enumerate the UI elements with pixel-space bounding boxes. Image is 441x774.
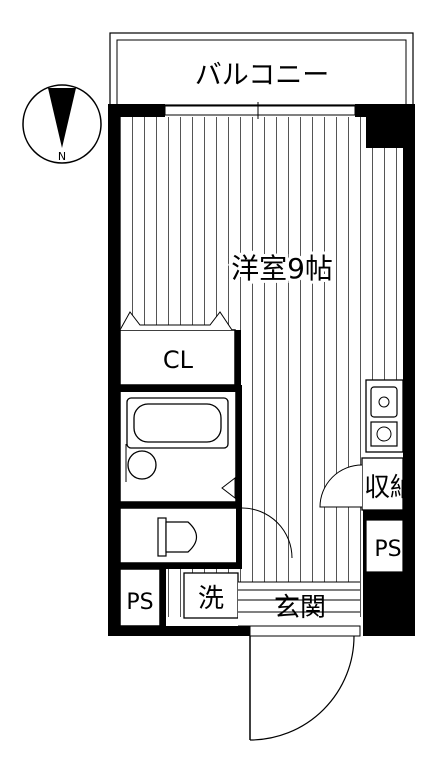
entrance-label: 玄関 [274,593,326,623]
pipe-space-left: PS [119,568,166,632]
closet: CL [119,311,241,386]
kitchen [365,379,404,453]
storage: 収納 [319,457,416,511]
toilet-tank-icon [157,517,167,557]
washer-space: 洗 [183,572,239,619]
balcony: バルコニー [109,32,414,106]
toilet-room [119,507,293,569]
washbasin-icon [127,450,157,480]
outer-walls [108,104,415,636]
western-room-floor-upper [120,117,405,329]
front-door [249,625,361,741]
toilet-door-swing-icon [241,507,293,559]
bathroom [119,385,242,508]
storage-label: 収納 [364,473,416,503]
pipe-space-right-label: PS [374,537,401,562]
kitchen-strip [372,150,406,380]
washer-label: 洗 [198,584,224,614]
storage-door-swing-icon [319,464,363,508]
sink-icon [370,386,398,418]
entrance: 玄関 [238,581,360,627]
closet-label: CL [163,346,194,374]
bathroom-door-icon [221,476,236,500]
pipe-space-right: PS [363,510,404,590]
balcony-window [164,102,356,119]
compass-north-label: N [58,150,66,163]
toilet-bowl-icon [165,521,198,553]
stove-icon [370,421,398,447]
pipe-space-left-label: PS [126,590,153,615]
balcony-label: バルコニー [195,60,329,91]
western-room-label: 洋室9帖 [231,252,333,285]
compass-icon: N [22,84,102,164]
